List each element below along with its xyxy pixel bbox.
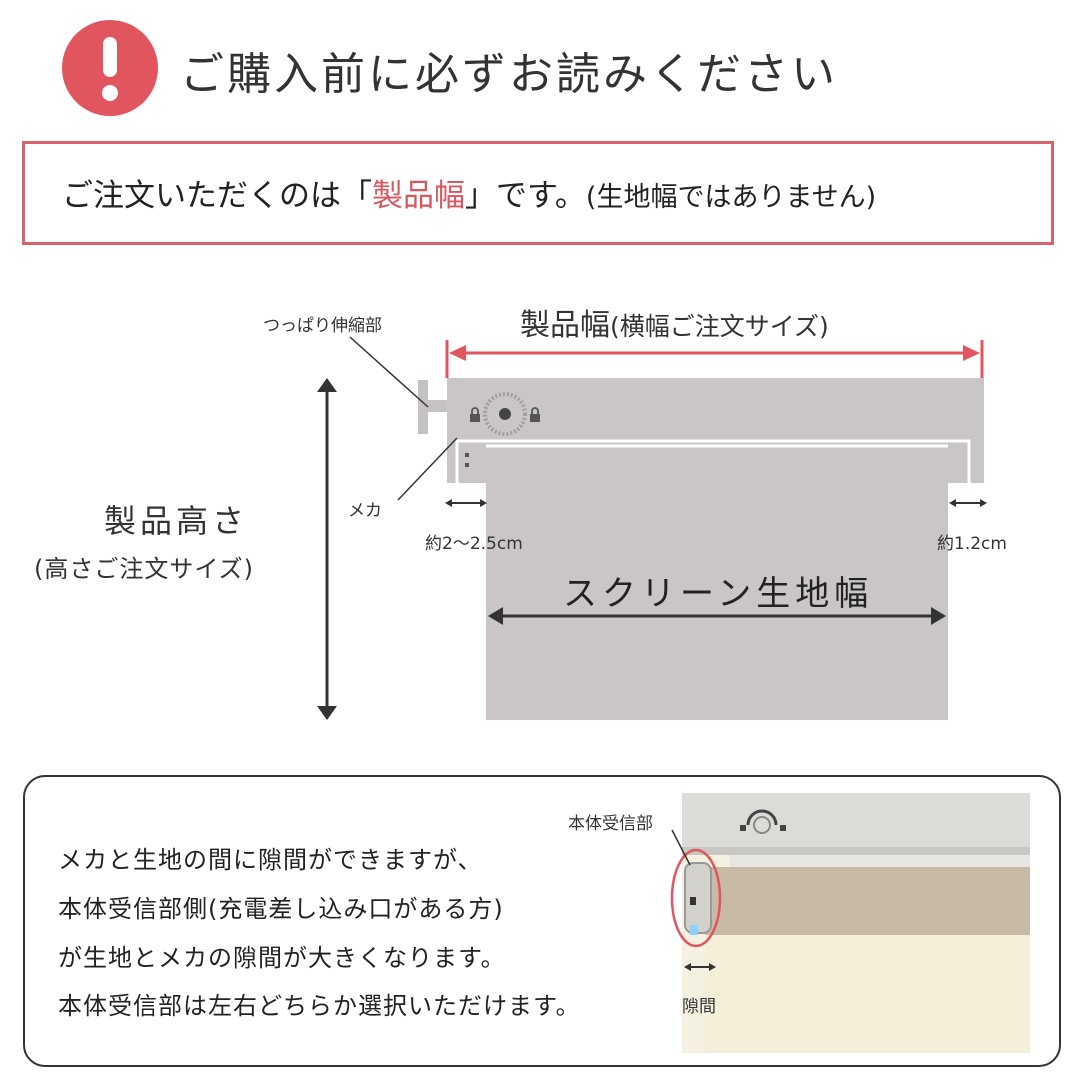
receiver-highlight-circle xyxy=(670,848,722,948)
notice-text: ご注文いただくのは「製品幅」です。(生地幅ではありません) xyxy=(62,170,876,215)
photo-gap-arrow-right xyxy=(709,963,716,971)
lock-icon-right xyxy=(530,414,540,422)
receiver-label: 本体受信部 xyxy=(568,814,653,834)
photo-charge-port xyxy=(690,897,696,905)
tension-leader-line xyxy=(349,336,429,408)
notice-box xyxy=(22,141,1054,245)
product-height-sub-label: (高さご注文サイズ) xyxy=(34,555,255,583)
photo-fabric-hanging xyxy=(705,935,1030,1053)
notice-highlight: 製品幅 xyxy=(372,178,465,214)
warning-icon xyxy=(62,20,158,116)
screen-width-arrow-right-head xyxy=(931,607,946,625)
photo-dial-inner xyxy=(753,816,771,834)
screen-width-arrow-left-head xyxy=(488,607,503,625)
lock-icon-left-shackle xyxy=(471,407,479,414)
receiver-dot-1 xyxy=(465,453,469,457)
width-arrow-left-head xyxy=(449,345,466,361)
product-width-label: 製品幅(横幅ご注文サイズ) xyxy=(520,300,829,344)
tension-bracket-outer xyxy=(418,380,428,434)
height-arrow-top-head xyxy=(317,378,337,392)
height-arrow-bottom-head xyxy=(317,706,337,720)
roller-tube xyxy=(486,444,948,483)
photo-lock-right xyxy=(780,825,786,831)
tension-bracket-connector xyxy=(428,400,448,412)
product-height-label: 製品高さ xyxy=(104,502,249,540)
photo-receiver-cap xyxy=(684,862,712,934)
info-line-4: 本体受信部は左右どちらか選択いただけます。 xyxy=(58,992,581,1020)
lock-icon-right-shackle xyxy=(531,407,539,414)
receiver-photo xyxy=(670,793,1030,1053)
photo-headrail-edge xyxy=(682,847,1030,855)
right-gap-arrow-right xyxy=(980,499,987,507)
tension-label: つっぱり伸縮部 xyxy=(263,316,382,336)
left-gap-arrow-left xyxy=(445,499,452,507)
info-line-3: が生地とメカの隙間が大きくなります。 xyxy=(58,944,506,972)
product-width-main: 製品幅 xyxy=(520,308,610,343)
photo-gap-arrow-left xyxy=(684,963,691,971)
notice-after: 」です。 xyxy=(465,178,586,214)
lock-icon-left xyxy=(470,414,480,422)
headrail-inner-outline xyxy=(455,439,971,483)
screen-fabric xyxy=(486,483,948,720)
info-line-1: メカと生地の間に隙間ができますが、 xyxy=(58,846,483,874)
photo-dial xyxy=(746,809,778,826)
width-arrow-right-head xyxy=(963,345,980,361)
left-gap-arrow-right xyxy=(480,499,487,507)
photo-led xyxy=(690,925,698,935)
screen-width-label: スクリーン生地幅 xyxy=(563,574,874,614)
notice-note: (生地幅ではありません) xyxy=(585,182,877,213)
gap-label: 隙間 xyxy=(682,997,716,1017)
right-gap-arrow-left xyxy=(949,499,956,507)
notice-before: ご注文いただくのは「 xyxy=(62,178,372,214)
info-box xyxy=(23,775,1061,1067)
right-gap-label: 約1.2cm xyxy=(937,534,1007,554)
dial-ring xyxy=(483,392,527,436)
info-line-2: 本体受信部側(充電差し込み口がある方) xyxy=(58,895,504,923)
mecha-leader-line xyxy=(397,437,458,501)
dial-center xyxy=(499,408,511,420)
mecha-label: メカ xyxy=(348,501,382,521)
page-title: ご購入前に必ずお読みください xyxy=(180,49,838,100)
photo-headrail xyxy=(682,793,1030,851)
photo-fabric-roll xyxy=(705,867,1030,935)
left-gap-label: 約2〜2.5cm xyxy=(425,534,523,554)
photo-lock-left xyxy=(740,825,746,831)
size-diagram xyxy=(317,336,987,720)
product-width-sub: (横幅ご注文サイズ) xyxy=(610,312,829,341)
receiver-leader-line xyxy=(671,829,691,866)
receiver-dot-2 xyxy=(465,463,469,467)
photo-rail xyxy=(730,855,1030,867)
